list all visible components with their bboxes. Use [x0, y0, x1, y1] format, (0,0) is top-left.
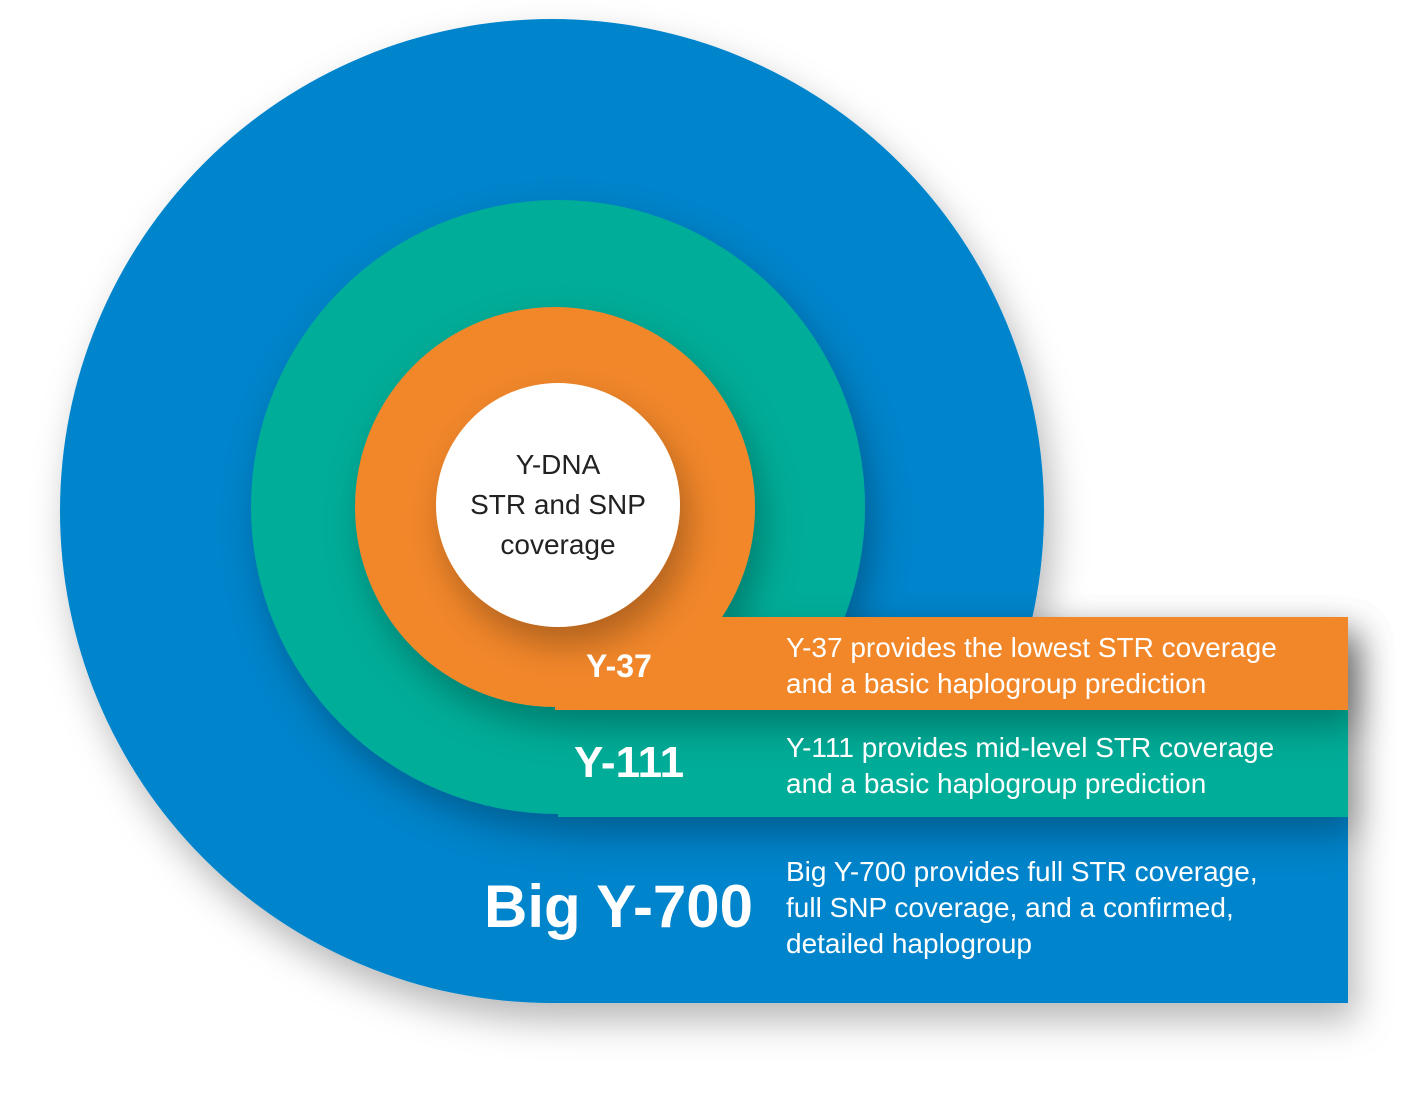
tier-description-y111: Y-111 provides mid-level STR coverage an… [786, 732, 1275, 799]
tier-description-big-y700: Big Y-700 provides full STR coverage, fu… [786, 856, 1258, 959]
tier-description-y37: Y-37 provides the lowest STR coverage an… [786, 632, 1277, 699]
tier-label-big-y700: Big Y-700 [484, 873, 754, 940]
y-37-layer [355, 307, 1348, 710]
center-label: Y-DNA STR and SNP coverage [470, 449, 646, 560]
tier-label-y111: Y-111 [574, 738, 685, 787]
center-circle [436, 383, 680, 627]
tier-label-y37: Y-37 [586, 648, 652, 684]
